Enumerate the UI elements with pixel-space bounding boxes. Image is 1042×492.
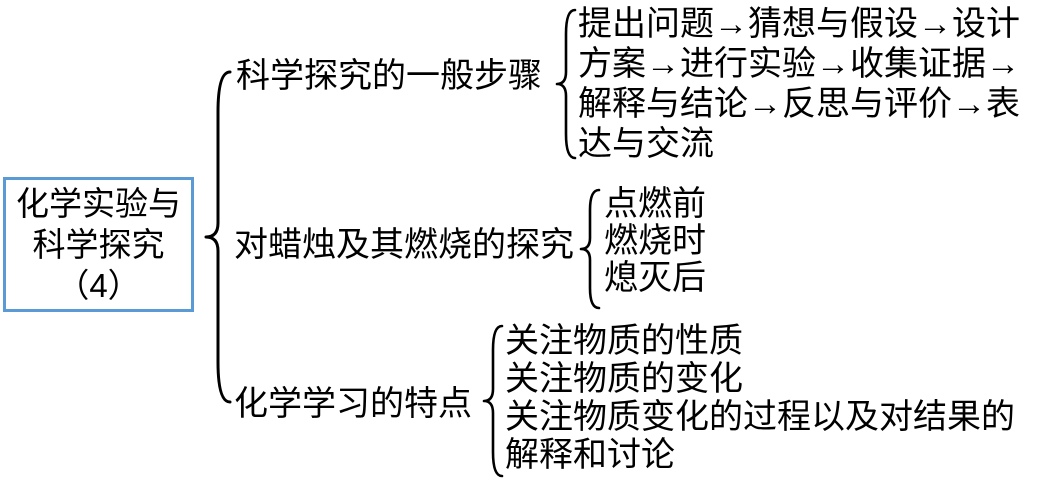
learning-traits-line-1: 关注物质的性质: [505, 322, 743, 360]
root-topic-line-3: （4）: [56, 267, 141, 304]
candle-inquiry-line-3: 熄灭后: [604, 259, 706, 297]
inquiry-steps-line-2: 方案→进行实验→收集证据→: [578, 45, 1020, 83]
root-topic-line-1: 化学实验与: [16, 185, 181, 222]
root-topic-box: 化学实验与 科学探究 （4）: [3, 177, 194, 312]
branch-label-inquiry-steps: 科学探究的一般步骤: [236, 57, 542, 95]
learning-traits-line-4: 解释和讨论: [505, 436, 675, 474]
main-brace: [204, 70, 232, 404]
inquiry-steps-line-3: 解释与结论→反思与评价→表: [578, 85, 1020, 123]
candle-inquiry-list: 点燃前 燃烧时 熄灭后: [604, 186, 706, 297]
inquiry-steps-brace: [555, 8, 577, 160]
branch-label-candle-inquiry: 对蜡烛及其燃烧的探究: [234, 226, 574, 264]
learning-traits-line-2: 关注物质的变化: [505, 360, 743, 398]
branch-label-learning-traits: 化学学习的特点: [234, 385, 472, 423]
candle-inquiry-line-2: 燃烧时: [604, 222, 706, 260]
inquiry-steps-list: 提出问题→猜想与假设→设计 方案→进行实验→收集证据→ 解释与结论→反思与评价→…: [578, 4, 1020, 164]
learning-traits-line-3: 关注物质变化的过程以及对结果的: [505, 398, 1015, 436]
learning-traits-list: 关注物质的性质 关注物质的变化 关注物质变化的过程以及对结果的 解释和讨论: [505, 322, 1015, 474]
candle-inquiry-line-1: 点燃前: [604, 185, 706, 223]
learning-traits-brace: [482, 324, 504, 478]
inquiry-steps-line-4: 达与交流: [578, 125, 714, 163]
root-topic-line-2: 科学探究: [32, 226, 165, 263]
inquiry-steps-line-1: 提出问题→猜想与假设→设计: [578, 5, 1020, 43]
candle-inquiry-brace: [579, 188, 601, 310]
